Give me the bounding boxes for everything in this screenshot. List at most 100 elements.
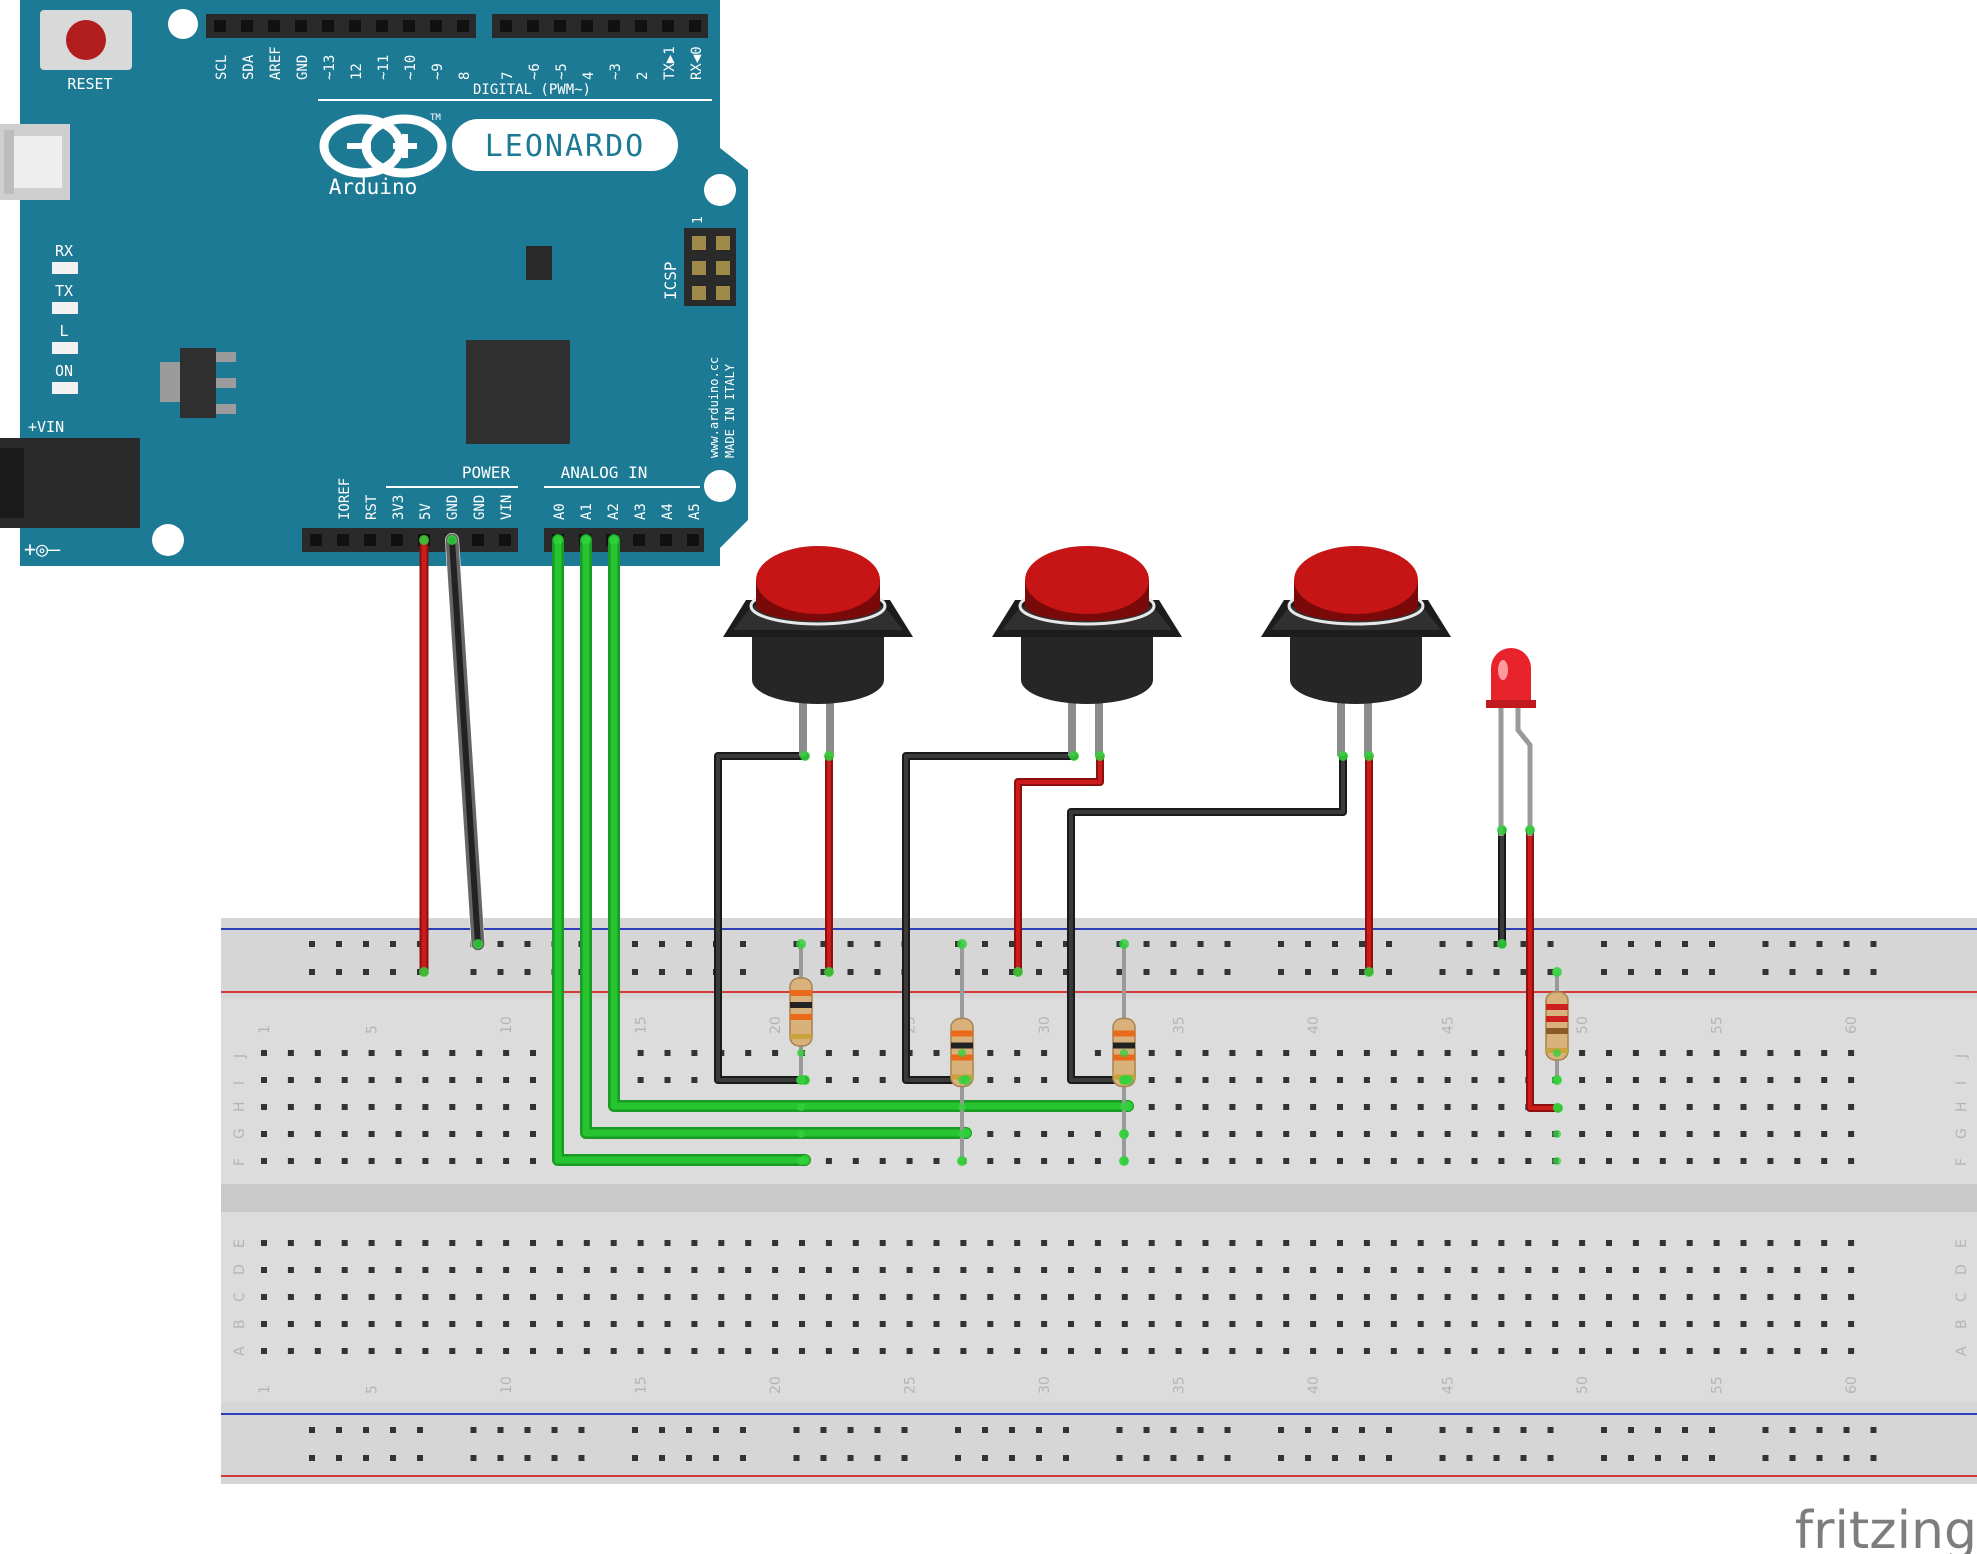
breadboard-hole <box>1713 1131 1720 1137</box>
digital-pin-label: 7 <box>500 72 516 80</box>
push-button-2[interactable] <box>992 546 1182 756</box>
wire-gnd-black[interactable] <box>449 537 481 947</box>
breadboard-hole <box>1525 1131 1532 1137</box>
rail-hole <box>363 1455 369 1461</box>
rail-hole <box>578 1427 585 1433</box>
wire-led-anode[interactable] <box>1528 828 1560 1110</box>
rail-hole <box>982 941 988 947</box>
breadboard-hole <box>1094 1240 1101 1246</box>
row-letter-right: F <box>1954 1158 1970 1166</box>
power-pin-label: 5V <box>418 503 434 520</box>
breadboard-hole <box>1229 1158 1236 1164</box>
rail-hole <box>1116 1455 1123 1461</box>
wire-btn1-gnd[interactable] <box>716 754 807 1082</box>
column-number-bottom: 1 <box>257 1385 273 1394</box>
wire-a0-green[interactable] <box>554 536 809 1164</box>
wire-btn2-gnd[interactable] <box>904 754 1076 1082</box>
breadboard-hole <box>1202 1131 1209 1137</box>
push-button-1[interactable] <box>723 546 913 756</box>
breadboard-hole <box>1794 1104 1801 1110</box>
connection-dot <box>957 939 967 949</box>
red-led[interactable] <box>1486 648 1536 836</box>
resistor-band <box>951 1054 973 1061</box>
breadboard-hole <box>1121 1294 1128 1300</box>
breadboard-hole <box>476 1104 483 1110</box>
breadboard-hole <box>610 1294 617 1300</box>
column-number-top: 1 <box>257 1025 273 1034</box>
breadboard-hole <box>1471 1348 1478 1354</box>
breadboard-hole <box>852 1158 859 1164</box>
breadboard-hole <box>1390 1294 1397 1300</box>
breadboard-hole <box>341 1267 348 1273</box>
breadboard-hole <box>1821 1348 1828 1354</box>
wire-a1-green[interactable] <box>582 536 970 1137</box>
button-leg <box>826 696 834 756</box>
breadboard-hole <box>1202 1050 1209 1056</box>
push-button-3[interactable] <box>1261 546 1451 756</box>
breadboard-hole <box>1417 1294 1424 1300</box>
breadboard-hole <box>1821 1158 1828 1164</box>
breadboard-hole <box>1579 1158 1586 1164</box>
header-pin <box>268 20 280 32</box>
rail-hole <box>390 1455 396 1461</box>
breadboard-hole <box>1552 1321 1559 1327</box>
reset-button[interactable] <box>66 20 106 60</box>
breadboard-hole <box>1632 1050 1639 1056</box>
rail-hole <box>578 1455 585 1461</box>
wire-btn2-vcc[interactable] <box>1016 754 1102 974</box>
rail-hole <box>1359 1427 1365 1433</box>
wire-btn3-gnd[interactable] <box>1069 754 1345 1082</box>
breadboard-hole <box>341 1348 348 1354</box>
breadboard-hole <box>1041 1348 1048 1354</box>
breadboard-hole <box>1767 1294 1774 1300</box>
power-pin-label: GND <box>472 495 488 520</box>
breadboard-hole <box>772 1348 779 1354</box>
breadboard-hole <box>745 1050 752 1056</box>
digital-pin-label: TX▶1 <box>662 46 678 80</box>
breadboard-hole <box>1471 1077 1478 1083</box>
breadboard-hole <box>395 1104 402 1110</box>
breadboard-hole <box>583 1267 590 1273</box>
wire-a2-green[interactable] <box>610 536 1132 1110</box>
breadboard-hole <box>1659 1131 1666 1137</box>
analog-pin-label: A4 <box>660 503 676 520</box>
rail-hole <box>659 1455 665 1461</box>
breadboard-hole <box>933 1240 940 1246</box>
breadboard-hole <box>395 1267 402 1273</box>
digital-pin-label: 4 <box>581 72 597 80</box>
breadboard-hole <box>1740 1267 1747 1273</box>
breadboard-hole <box>556 1294 563 1300</box>
rail-hole <box>1762 941 1769 947</box>
rail-hole <box>1332 1427 1338 1433</box>
breadboard-hole <box>1417 1131 1424 1137</box>
status-led <box>52 342 78 354</box>
icsp-pins <box>692 236 730 300</box>
rail-hole <box>551 1427 558 1433</box>
breadboard-hole <box>1068 1267 1074 1273</box>
breadboard-hole <box>1175 1077 1182 1083</box>
resistor-1[interactable] <box>789 944 813 1080</box>
breadboard: 1155101015152020252530303535404045455050… <box>221 918 1977 1484</box>
breadboard-hole <box>1525 1267 1532 1273</box>
breadboard-hole <box>1794 1348 1801 1354</box>
row-letter-right: H <box>1954 1101 1970 1112</box>
breadboard-hole <box>1686 1321 1693 1327</box>
digital-pin-label: 8 <box>457 72 473 80</box>
breadboard-hole <box>1848 1104 1855 1110</box>
rail-hole <box>1305 1427 1311 1433</box>
breadboard-hole <box>422 1077 429 1083</box>
power-header <box>302 528 518 552</box>
rail-hole <box>1655 969 1661 975</box>
breadboard-hole <box>261 1348 267 1354</box>
status-led-label: ON <box>55 362 73 380</box>
breadboard-holes <box>261 941 1877 1461</box>
breadboard-hole <box>825 1077 832 1083</box>
rail-hole <box>632 1427 638 1433</box>
breadboard-hole <box>314 1267 321 1273</box>
resistor-band <box>1113 1042 1135 1049</box>
breadboard-hole <box>1121 1267 1128 1273</box>
breadboard-hole <box>745 1348 752 1354</box>
connected-hole <box>797 1049 805 1057</box>
breadboard-hole <box>852 1077 859 1083</box>
rail-hole <box>1332 969 1338 975</box>
